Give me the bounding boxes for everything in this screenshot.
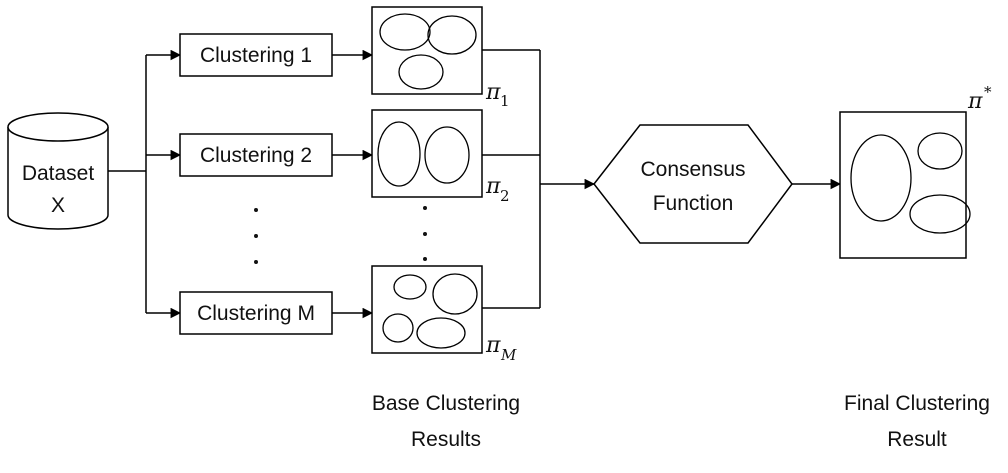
final-result-box — [839, 111, 971, 259]
partitions-to-consensus-connectors — [482, 49, 596, 309]
partition-1-symbol: π 1 — [485, 80, 510, 110]
svg-text:Results: Results — [411, 428, 481, 451]
svg-text:1: 1 — [500, 92, 510, 110]
final-result-symbol: π * — [967, 83, 992, 114]
svg-text:*: * — [984, 83, 992, 101]
consensus-function-hexagon: Consensus Function — [593, 124, 793, 244]
svg-text:Final Clustering: Final Clustering — [844, 392, 990, 415]
svg-text:π: π — [485, 333, 501, 358]
svg-text:2: 2 — [500, 187, 510, 205]
clustering-1-box: Clustering 1 — [179, 33, 333, 77]
consensus-label-line1: Consensus — [640, 158, 745, 181]
clusterers-ellipsis — [254, 208, 258, 264]
svg-text:M: M — [500, 346, 517, 364]
partition-2-box — [371, 109, 483, 198]
clustering-m-label: Clustering M — [197, 302, 315, 325]
svg-text:Base Clustering: Base Clustering — [372, 392, 520, 415]
clustering-m-box: Clustering M — [179, 291, 333, 335]
partition-m-box — [371, 265, 483, 354]
clustering-2-box: Clustering 2 — [179, 133, 333, 177]
svg-text:Result: Result — [887, 428, 947, 451]
svg-text:π: π — [967, 89, 983, 114]
clustering-2-label: Clustering 2 — [200, 144, 312, 167]
dataset-to-clusterers-connectors — [108, 49, 182, 319]
base-clustering-caption: Base Clustering Results — [372, 392, 520, 451]
dataset-cylinder: Dataset X — [7, 112, 109, 230]
partition-1-box — [371, 6, 483, 95]
partitions-ellipsis — [423, 206, 427, 261]
dataset-label-line1: Dataset — [22, 162, 95, 185]
clustering-1-label: Clustering 1 — [200, 44, 312, 67]
svg-text:π: π — [485, 174, 501, 199]
dataset-label-line2: X — [51, 194, 65, 217]
final-clustering-caption: Final Clustering Result — [844, 392, 990, 451]
partition-2-symbol: π 2 — [485, 174, 510, 205]
clusterer-to-partition-arrows — [332, 49, 374, 319]
consensus-label-line2: Function — [653, 192, 734, 215]
svg-text:π: π — [485, 80, 501, 105]
partition-m-symbol: π M — [485, 333, 517, 364]
